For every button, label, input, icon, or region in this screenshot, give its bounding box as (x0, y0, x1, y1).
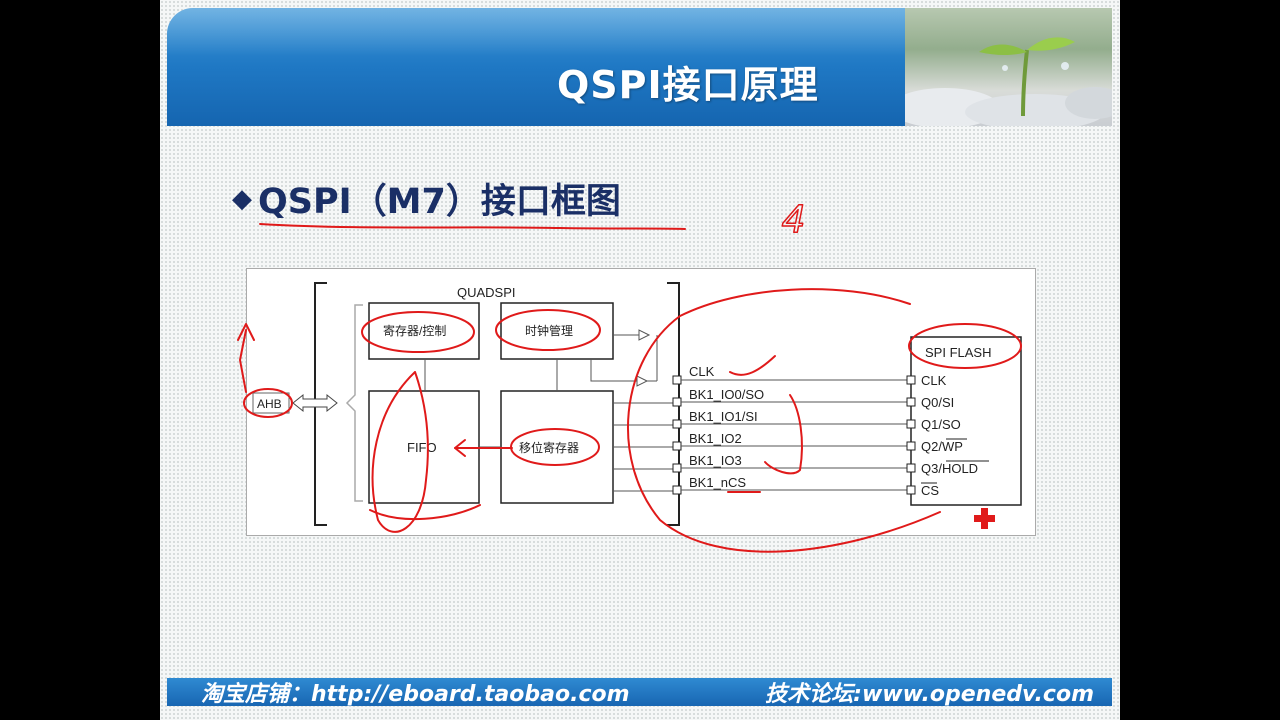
footer-bar: 淘宝店铺：http://eboard.taobao.com 技术论坛:www.o… (167, 678, 1112, 707)
qspi-block-diagram: QUADSPI AHB 寄存器/控制 时钟管理 FIFO 移位寄存器 (246, 268, 1036, 536)
quadspi-label: QUADSPI (457, 285, 516, 300)
pin-label-io3: BK1_IO3 (689, 453, 742, 468)
footer-store-link[interactable]: 淘宝店铺：http://eboard.taobao.com (201, 682, 630, 707)
shift-register-label: 移位寄存器 (519, 440, 579, 455)
flash-pin-q2-pad (906, 441, 916, 451)
clock-out-line (590, 359, 657, 382)
ahb-label: AHB (257, 397, 282, 411)
pin-label-clk: CLK (689, 364, 715, 379)
flash-pin-label-clk: CLK (921, 373, 947, 388)
bullet-row: ◆ QSPI（M7）接口框图 (232, 176, 621, 222)
pin-label-io2: BK1_IO2 (689, 431, 742, 446)
sprout-image (905, 37, 1112, 126)
flash-pin-label-q2: Q2/WP (921, 439, 963, 454)
handwritten-number: 4 (782, 197, 804, 241)
pin-io3-pad (672, 463, 682, 473)
spi-flash-title: SPI FLASH (925, 345, 991, 360)
pin-io2-pad (672, 441, 682, 451)
pin-group: CLK BK1_IO0/SO BK1_IO1/SI BK1_IO2 BK1_IO… (672, 364, 764, 495)
pin-label-io1: BK1_IO1/SI (689, 409, 758, 424)
register-control-label: 寄存器/控制 (383, 323, 446, 338)
pin-label-io0: BK1_IO0/SO (689, 387, 764, 402)
flash-pin-label-q3: Q3/HOLD (921, 461, 978, 476)
flash-pin-clk-pad (906, 375, 916, 385)
ahb-double-arrow (292, 393, 338, 413)
flash-pin-q0-pad (906, 397, 916, 407)
pin-io0-pad (672, 397, 682, 407)
fifo-label: FIFO (407, 440, 437, 455)
diamond-bullet-icon: ◆ (232, 183, 252, 213)
sprout-photo (905, 8, 1112, 126)
diagram-svg: QUADSPI AHB 寄存器/控制 时钟管理 FIFO 移位寄存器 (252, 282, 1022, 526)
slide: QSPI接口原理 ◆ QSPI（M7）接口框图 QUADSPI (160, 0, 1120, 720)
pin-label-ncs: BK1_nCS (689, 475, 746, 490)
pin-clk-pad (672, 375, 682, 385)
slide-title: QSPI接口原理 (557, 63, 819, 107)
flash-pin-label-q1: Q1/SO (921, 417, 961, 432)
flash-pin-q1-pad (906, 419, 916, 429)
clock-feedback-arrow (638, 329, 651, 341)
inner-brace (345, 304, 363, 502)
bullet-heading: QSPI（M7）接口框图 (258, 181, 621, 222)
flash-pin-cs-pad (906, 485, 916, 495)
flash-pin-label-cs: CS (921, 483, 939, 498)
footer-forum-link[interactable]: 技术论坛:www.openedv.com (765, 682, 1094, 707)
flash-pin-label-q0: Q0/SI (921, 395, 954, 410)
header-banner: QSPI接口原理 (167, 8, 1112, 126)
clock-management-label: 时钟管理 (525, 323, 573, 338)
flash-pin-q3-pad (906, 463, 916, 473)
pin-ncs-pad (672, 485, 682, 495)
heading-underline (259, 223, 686, 230)
clock-out-arrow (636, 375, 649, 387)
pin-io1-pad (672, 419, 682, 429)
